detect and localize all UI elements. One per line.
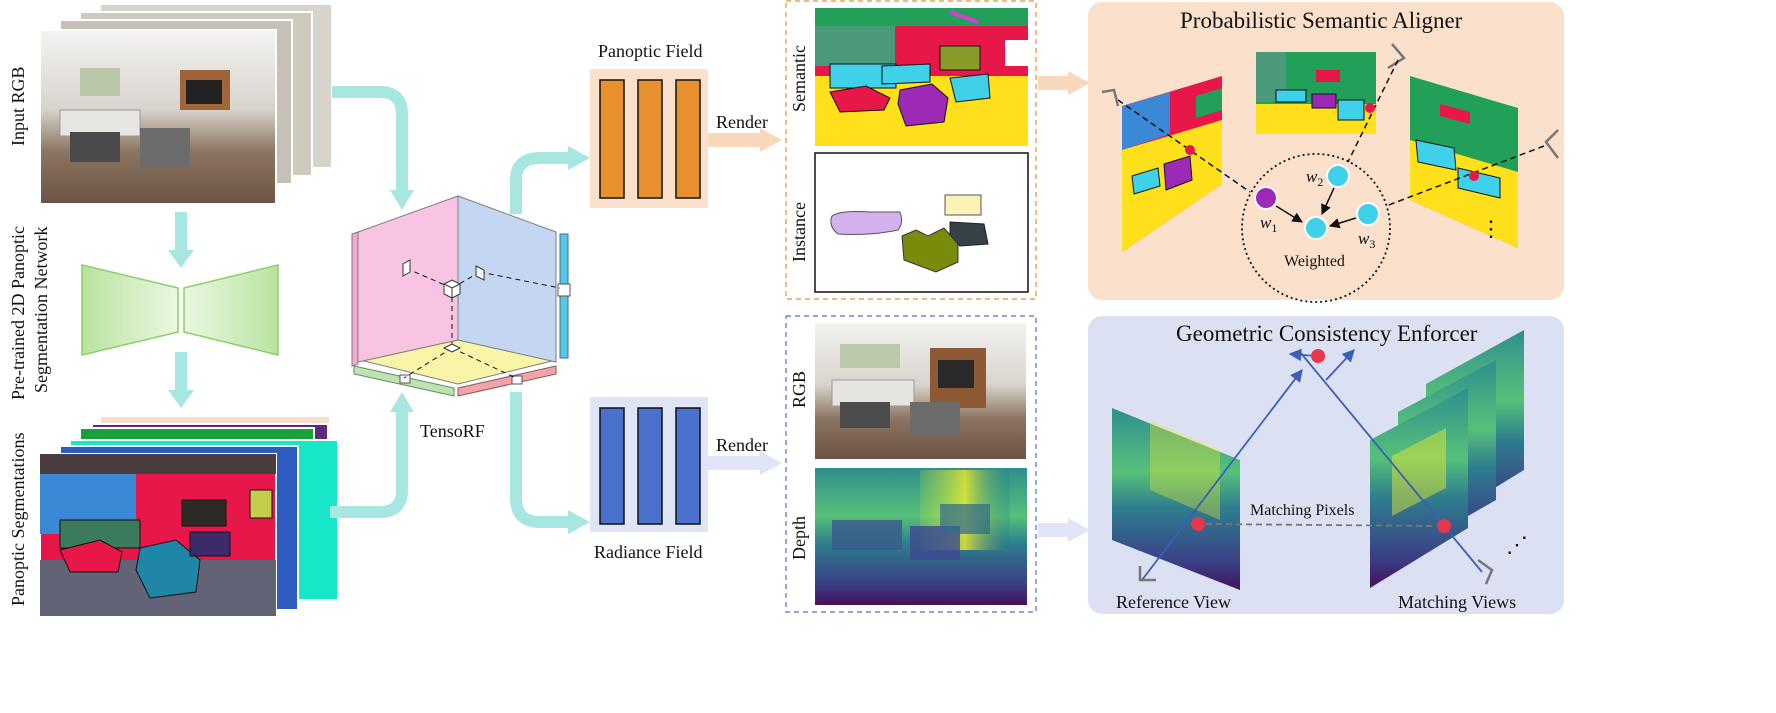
point-middle-view [1365,103,1375,113]
depth-label: Depth [789,516,809,560]
psa-view-right [1410,76,1518,248]
weighted-label: Weighted [1284,253,1345,270]
psa-panel [1088,2,1564,300]
camera-icon-reference [1138,566,1156,582]
camera-icon-psa-top [1387,43,1406,70]
semantic-render [815,8,1028,146]
instance-label: Instance [789,202,809,262]
arrow-tensorf-to-radiance-field [510,392,590,534]
panoptic-segmentations-label: Panoptic Segmentations [8,433,28,606]
weighted-point [1304,216,1328,240]
intersection-point [1311,349,1325,363]
input-rgb-stack [39,3,333,205]
matching-pixels-label: Matching Pixels [1250,502,1354,519]
render-label-bottom: Render [716,435,768,455]
panoptic-field-label: Panoptic Field [598,41,703,61]
panoptic-segmentation-stack [39,415,339,617]
matching-views-label: Matching Views [1398,592,1516,612]
radiance-field-label: Radiance Field [594,542,702,562]
arrow-segmentations-to-tensorf [330,392,414,518]
panoptic-outputs-frame [785,0,1037,300]
instance-render [814,152,1029,293]
panoptic-field [590,69,708,208]
arrow-to-psa [1038,71,1090,95]
arrow-tensorf-to-panoptic-field [510,146,590,214]
input-rgb-label: Input RGB [8,66,28,146]
point-right-view [1469,171,1479,181]
w2-label: w2 [1306,167,1323,189]
pretrained-label-line2: Segmentation Network [31,227,51,393]
arrow-rgb-to-tensorf [332,86,414,210]
reference-depth-view [1112,408,1240,590]
matching-pixel-point [1437,519,1451,533]
rgb-label: RGB [789,371,809,408]
render-label-top: Render [716,112,768,132]
psa-ellipsis: ⋮ [1480,216,1502,241]
camera-icon-psa-right [1544,129,1559,159]
w2-point [1326,164,1350,188]
radiance-field [590,397,708,532]
weighting-circle [1241,153,1391,303]
reference-pixel-point [1191,517,1205,531]
tensorf-label: TensoRF [420,421,485,441]
pretrained-label-line1: Pre-trained 2D Panoptic [8,226,28,400]
arrow-rgb-to-network [168,212,194,268]
matching-depth-views [1370,330,1524,588]
w3-label: w3 [1358,229,1375,251]
arrow-network-to-segmentations [168,352,194,408]
arrow-render-top [708,128,782,152]
psa-title: Probabilistic Semantic Aligner [1180,8,1463,33]
camera-icon-psa-left [1101,88,1120,107]
arrow-to-gce [1038,518,1090,542]
segmentation-network [81,264,279,356]
reference-view-label: Reference View [1116,592,1231,612]
tensorf-volume [351,195,571,397]
psa-view-middle [1256,52,1376,134]
semantic-label: Semantic [789,45,809,112]
point-left-view [1185,145,1195,155]
gce-title: Geometric Consistency Enforcer [1176,321,1478,346]
radiance-outputs-frame [785,315,1037,613]
w1-label: w1 [1260,213,1277,235]
depth-render [815,468,1027,605]
arrow-render-bottom [708,451,782,475]
gce-ellipsis: ⋰ [1506,532,1528,557]
w3-point [1356,202,1380,226]
rgb-render [815,323,1026,459]
camera-icon-matching [1477,558,1494,585]
w1-point [1254,186,1278,210]
